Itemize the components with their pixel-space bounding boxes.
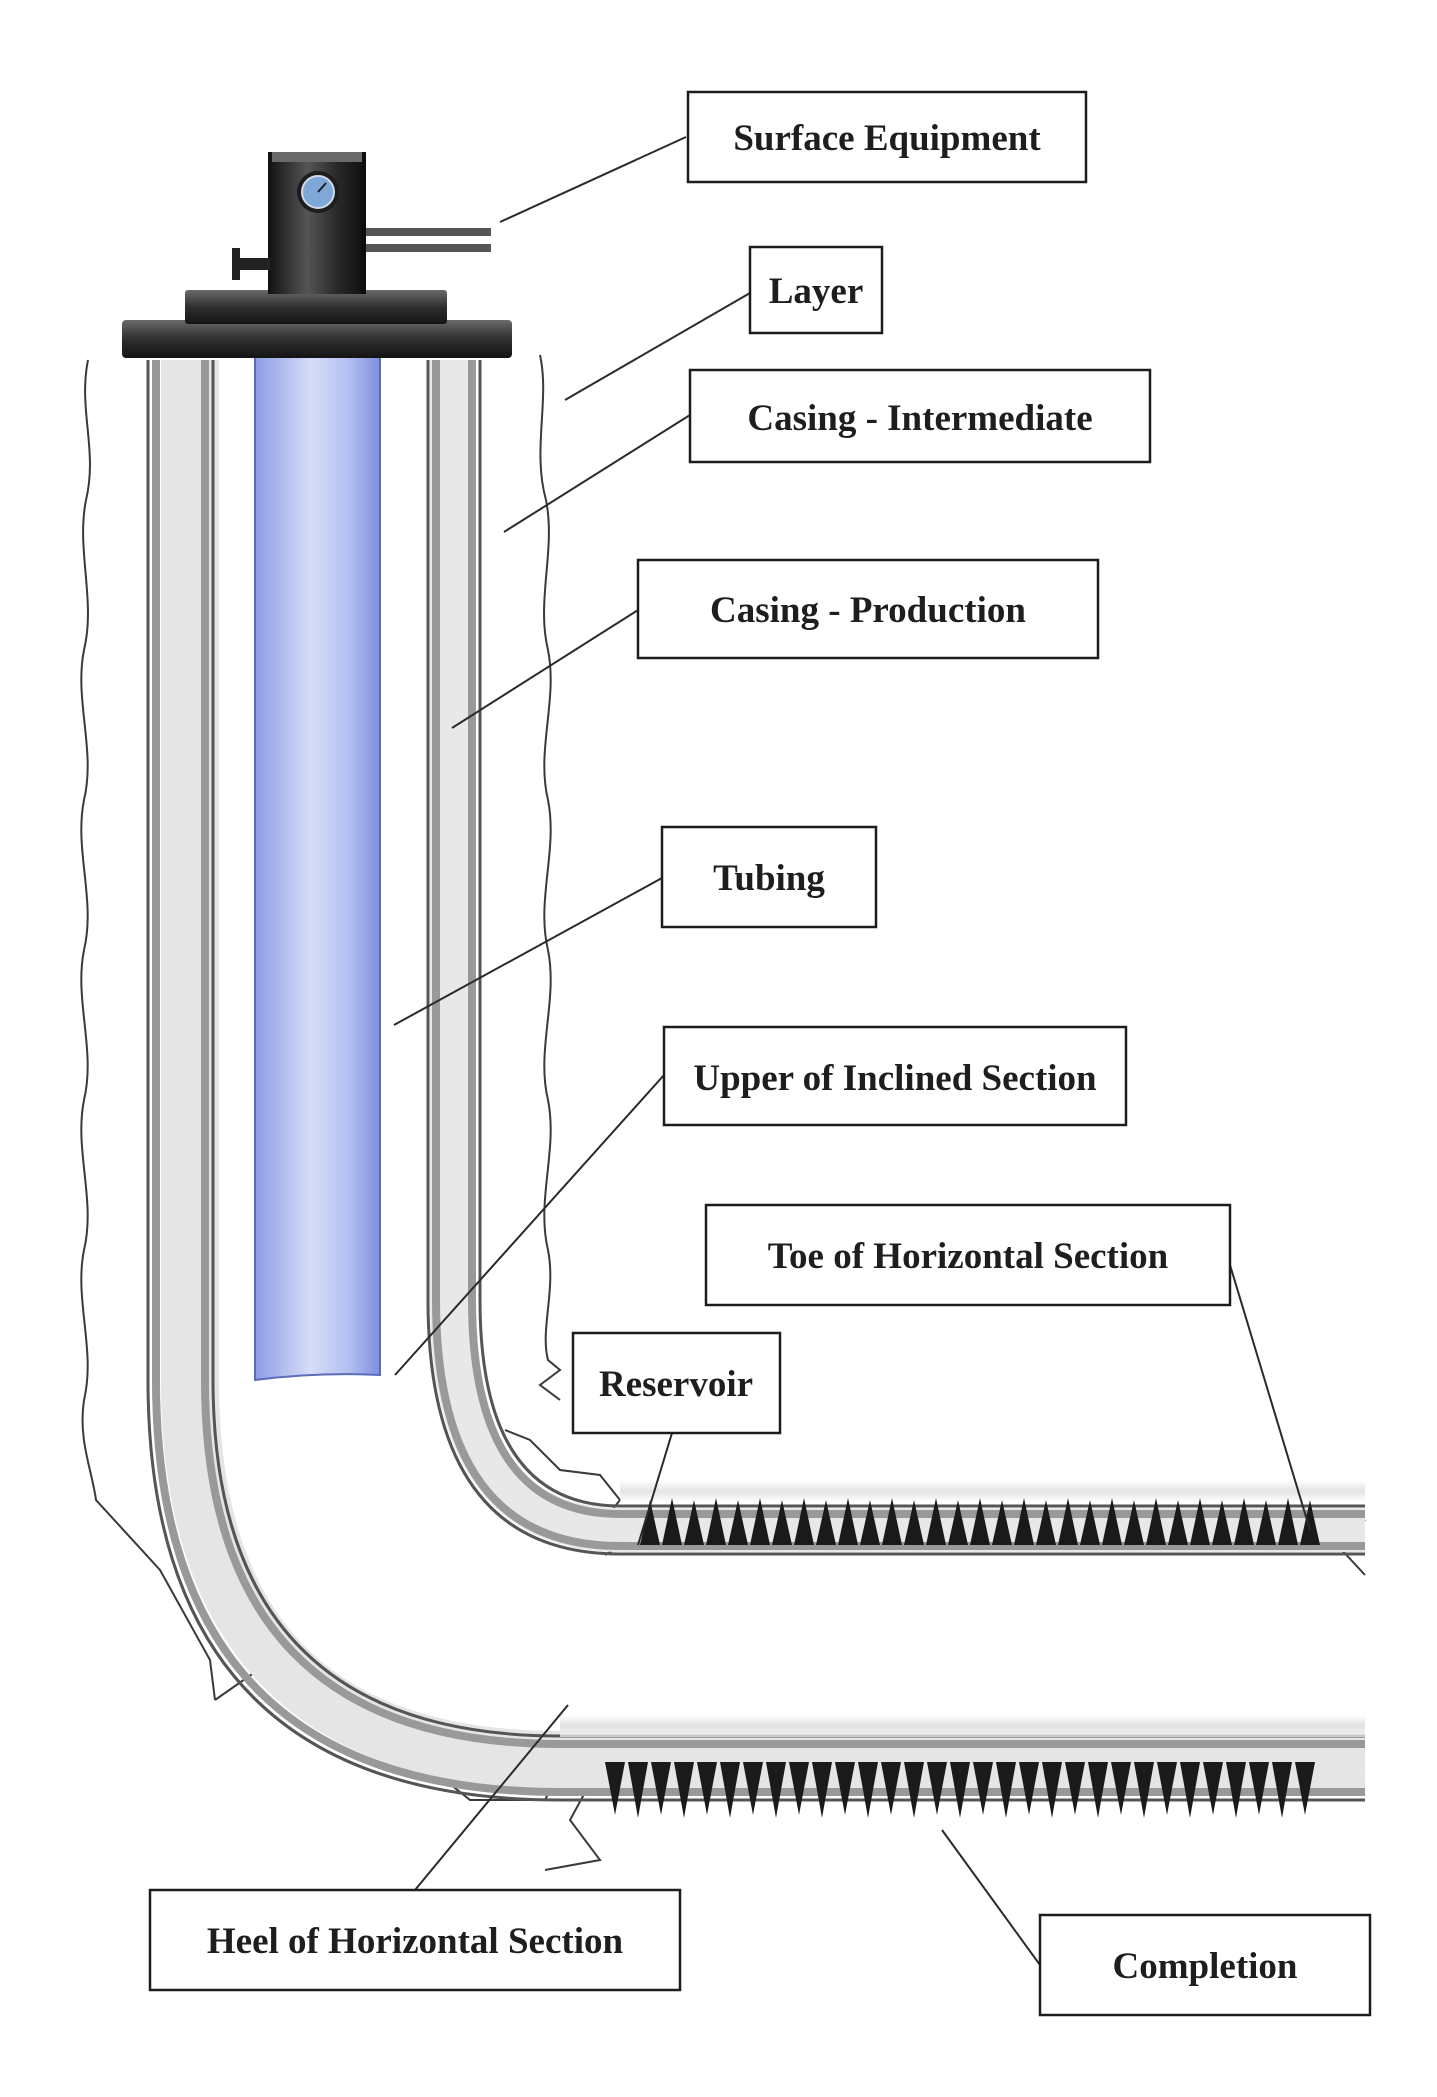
leader-casing-production: [451, 609, 639, 729]
label-layer: Layer: [748, 245, 884, 335]
label-surface-equipment: Surface Equipment: [686, 90, 1088, 184]
label-toe-horizontal: Toe of Horizontal Section: [704, 1203, 1232, 1307]
label-upper-inclined: Upper of Inclined Section: [662, 1025, 1128, 1127]
label-casing-production: Casing - Production: [636, 558, 1100, 660]
leader-surface-equipment: [499, 136, 687, 223]
label-tubing: Tubing: [660, 825, 878, 929]
leader-tubing: [393, 877, 663, 1026]
svg-text:Casing - Intermediate: Casing - Intermediate: [747, 398, 1092, 439]
outlet-pipe: [366, 228, 491, 252]
upper-lateral-wellbore: [426, 360, 1365, 1556]
leader-upper-inclined: [394, 1074, 665, 1376]
label-reservoir: Reservoir: [571, 1331, 782, 1435]
formation-right-wall: [538, 354, 562, 1401]
lower-completion-perforations: [605, 1762, 1315, 1818]
leader-reservoir: [637, 1432, 673, 1546]
upper-completion-perforations: [640, 1498, 1320, 1545]
label-casing-intermediate: Casing - Intermediate: [688, 368, 1152, 464]
lower-lateral-wellbore: [146, 360, 1365, 1802]
leader-layer: [564, 292, 751, 401]
svg-text:Heel of Horizontal Section: Heel of Horizontal Section: [207, 1921, 624, 1962]
leader-completion: [941, 1829, 1041, 1966]
tubing: [254, 349, 381, 1382]
leader-casing-intermediate: [503, 414, 691, 533]
svg-text:Surface Equipment: Surface Equipment: [733, 118, 1041, 159]
leader-toe-horizontal: [1229, 1264, 1311, 1531]
formation-left-wall: [80, 359, 216, 1701]
leader-lines: [393, 136, 1311, 1966]
valve-handle-icon: [232, 248, 270, 280]
svg-text:Upper of Inclined Section: Upper of Inclined Section: [693, 1058, 1097, 1099]
svg-text:Tubing: Tubing: [713, 858, 825, 899]
svg-text:Toe of Horizontal Section: Toe of Horizontal Section: [768, 1236, 1169, 1277]
pressure-gauge-icon: [297, 171, 339, 213]
label-completion: Completion: [1038, 1913, 1372, 2017]
wellhead: [122, 152, 512, 358]
label-heel-horizontal: Heel of Horizontal Section: [148, 1888, 682, 1992]
svg-text:Layer: Layer: [769, 271, 864, 312]
svg-text:Reservoir: Reservoir: [599, 1364, 753, 1405]
leader-heel-horizontal: [414, 1704, 569, 1891]
svg-text:Completion: Completion: [1113, 1946, 1298, 1987]
svg-text:Casing - Production: Casing - Production: [710, 590, 1026, 631]
